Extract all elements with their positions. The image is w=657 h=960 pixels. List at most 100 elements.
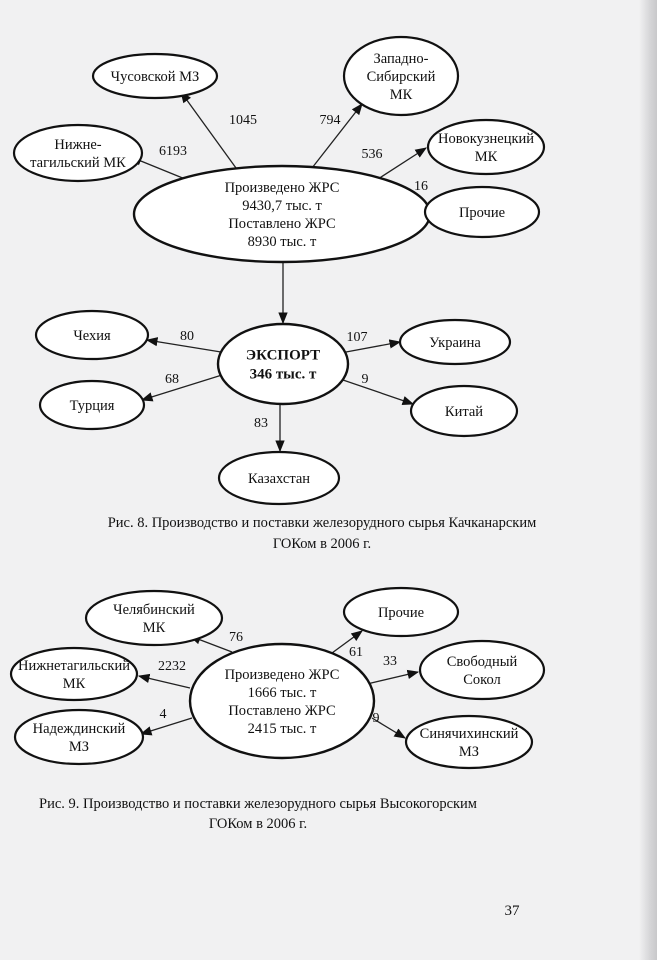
figure8-node-turtsia: Турция: [38, 379, 146, 431]
figure8-node-center: Произведено ЖРС 9430,7 тыс. т Поставлено Ж…: [132, 164, 432, 264]
figure9-edge-nizhnetagilsky: [137, 673, 191, 689]
figure9-node-prochie-label-0: Прочие: [378, 605, 424, 621]
figure8-node-kitai-label-0: Китай: [445, 404, 483, 420]
figure9-caption-line2: ГОКом в 2006 г.: [209, 816, 307, 832]
figure8-edge-label-kazakhstan: 83: [254, 416, 268, 431]
figure8-node-prochie-ellipse: [423, 185, 541, 239]
figure9-edge-label-nadezhdinsky: 4: [160, 707, 167, 722]
figure8-node-chekhia-ellipse: [34, 309, 150, 361]
figure9-node-nizhnetagilsky-label-1: МК: [63, 676, 86, 692]
figure8-node-export-ellipse: [216, 322, 350, 406]
figure8-node-chusovskoy: Чусовской МЗ: [91, 52, 219, 100]
figure9-node-svobodny-sokol-ellipse: [418, 639, 546, 701]
figure8-edge-label-kitai: 9: [362, 372, 369, 387]
figure8-node-kazakhstan: Казахстан: [217, 450, 341, 506]
figure8-edge-label-novokuznetsky: 536: [362, 147, 383, 162]
figure8-node-kitai: Китай: [409, 384, 519, 438]
figure9-node-center-label-2: Поставлено ЖРС: [228, 703, 335, 719]
figure8-node-kitai-ellipse: [409, 384, 519, 438]
figure9-node-sinyachikhinsky-label-1: МЗ: [459, 744, 479, 760]
figure9-node-chelyabinsky-label-0: Челябинский: [113, 602, 195, 618]
figure8-node-center-label-1: 9430,7 тыс. т: [242, 198, 322, 214]
figure8-node-center-label-2: Поставлено ЖРС: [228, 216, 335, 232]
figure8-edge-zapadno-sibirsky: [311, 103, 363, 169]
figure8-node-chusovskoy-ellipse: [91, 52, 219, 100]
figure8-node-novokuznetsky-label-0: Новокузнецкий: [438, 131, 534, 147]
figure8-node-prochie: Прочие: [423, 185, 541, 239]
figure9-node-nadezhdinsky-label-0: Надеждинский: [33, 721, 126, 737]
figure9-node-svobodny-sokol-label-1: Сокол: [463, 672, 501, 688]
figure9-edge-label-sinyachikhinsky: 9: [373, 711, 380, 726]
figure9-node-chelyabinsky-ellipse: [84, 589, 224, 647]
figure8-edge-kitai: [342, 379, 415, 406]
figure9-edge-sinyachikhinsky: [371, 717, 407, 739]
figure8-edge-chekhia: [145, 337, 222, 353]
figure8-node-zapadno-sibirsky-label-1: Сибирский: [367, 69, 436, 85]
figure8-edge-label-zapadno-sibirsky: 794: [320, 113, 341, 128]
figure8-node-novokuznetsky-ellipse: [426, 118, 546, 176]
figure8-node-export-label-1: 346 тыс. т: [250, 367, 317, 383]
figure8-node-ukraina: Украина: [398, 318, 512, 366]
figure8-node-prochie-label-0: Прочие: [459, 205, 505, 221]
figure9-edge-svobodny-sokol: [366, 669, 420, 685]
figure8-node-ukraina-label-0: Украина: [429, 335, 481, 351]
figure8-edge-chusovskoy: [180, 91, 237, 169]
figure9-edge-label-chelyabinsky: 76: [229, 630, 243, 645]
book-spine-shadow: [639, 0, 657, 960]
figure8-node-export-label-0: ЭКСПОРТ: [246, 348, 320, 364]
figure8-edge-label-turtsia: 68: [165, 372, 179, 387]
figure8-node-chekhia: Чехия: [34, 309, 150, 361]
figure9-edge-prochie: [331, 630, 363, 654]
figure8-edge-label-nizhnetagilsky: 6193: [159, 144, 187, 159]
figure9-node-nadezhdinsky-label-1: МЗ: [69, 739, 89, 755]
figure8-node-zapadno-sibirsky-ellipse: [342, 35, 460, 117]
figure9-node-nizhnetagilsky-ellipse: [9, 646, 139, 702]
figure8-node-turtsia-ellipse: [38, 379, 146, 431]
figure9-node-chelyabinsky-label-1: МК: [143, 620, 166, 636]
figure9-node-center-ellipse: [188, 642, 376, 760]
figure8-node-center-label-3: 8930 тыс. т: [248, 234, 317, 250]
figure8-edge-label-prochie: 16: [414, 179, 428, 194]
figure8-edge-novokuznetsky: [377, 147, 427, 180]
figure8-node-kazakhstan-ellipse: [217, 450, 341, 506]
figure8-edge-label-chekhia: 80: [180, 329, 194, 344]
figure8-node-nizhnetagilsky-ellipse: [12, 123, 144, 183]
figure8-edge-label-ukraina: 107: [347, 330, 368, 345]
figure8-node-chusovskoy-label-0: Чусовской МЗ: [111, 69, 200, 85]
figure9-node-nizhnetagilsky-label-0: Нижнетагильский: [18, 658, 130, 674]
figure8-node-novokuznetsky-label-1: МК: [475, 149, 498, 165]
figure8-edge-turtsia: [140, 374, 223, 402]
figure9-node-prochie-ellipse: [342, 586, 460, 638]
figure8-node-zapadno-sibirsky-label-0: Западно-: [374, 51, 429, 67]
figure9-node-sinyachikhinsky-ellipse: [404, 714, 534, 770]
figure8-node-zapadno-sibirsky-label-2: МК: [390, 87, 413, 103]
figure8-edge-ukraina: [345, 339, 402, 353]
figure8-caption-line2: ГОКом в 2006 г.: [273, 536, 371, 552]
figure8-node-center-label-0: Произведено ЖРС: [225, 180, 340, 196]
figure8-node-nizhnetagilsky: Нижне-тагильский МК: [12, 123, 144, 183]
figure9-node-nadezhdinsky-ellipse: [13, 708, 145, 766]
figure9-node-prochie: Прочие: [342, 586, 460, 638]
figure9-node-center-label-0: Произведено ЖРС: [225, 667, 340, 683]
figure8-node-nizhnetagilsky-label-0: Нижне-: [54, 137, 101, 153]
figure9-edge-label-prochie: 61: [349, 645, 363, 660]
figure8-node-export: ЭКСПОРТ 346 тыс. т: [216, 322, 350, 406]
figure9-edge-nadezhdinsky: [139, 717, 193, 736]
figure9-node-sinyachikhinsky-label-0: Синячихинский: [420, 726, 519, 742]
figure8-edge-nizhnetagilsky: [129, 156, 191, 182]
figure9-edge-label-svobodny-sokol: 33: [383, 654, 397, 669]
figure8-node-kazakhstan-label-0: Казахстан: [248, 471, 310, 487]
figure8-edge-label-chusovskoy: 1045: [229, 113, 257, 128]
figure9-node-svobodny-sokol-label-0: Свободный: [447, 654, 518, 670]
figure9-node-center-label-3: 2415 тыс. т: [248, 721, 317, 737]
